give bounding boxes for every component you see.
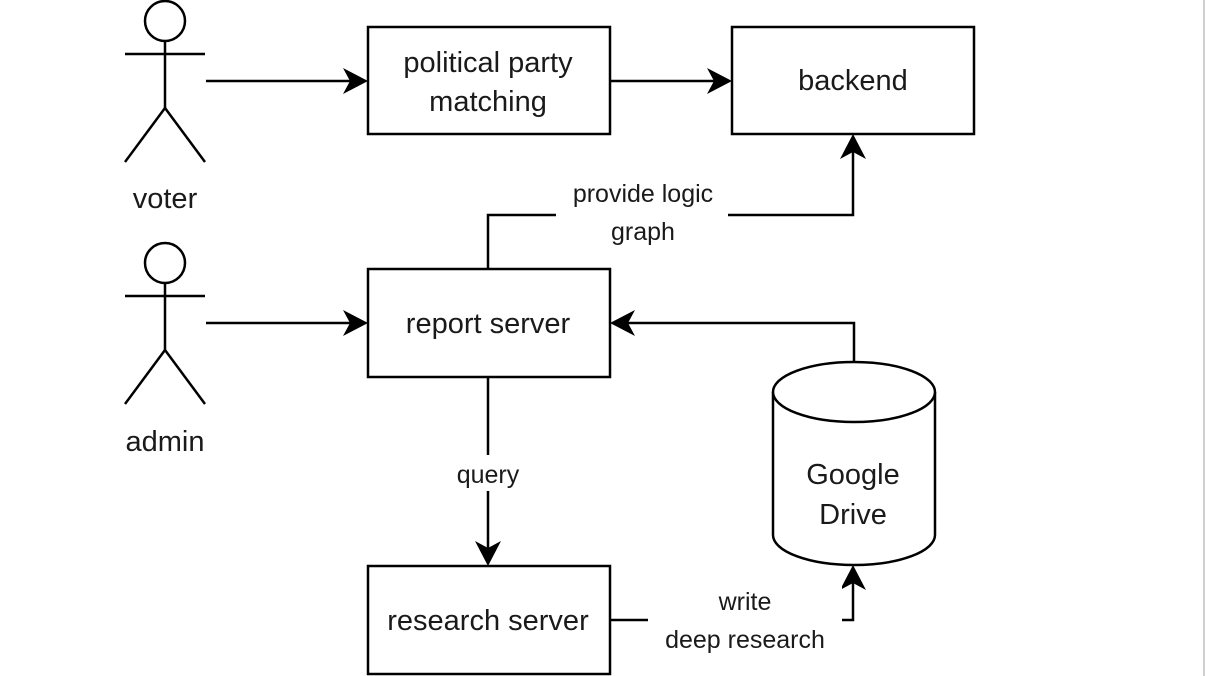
backend-label: backend <box>798 65 908 97</box>
voter-actor: voter <box>123 0 207 215</box>
google-drive-top <box>771 360 937 424</box>
edge-voter-to-matching-arrowhead <box>343 68 368 94</box>
edge-admin-to-report-server-arrowhead <box>343 310 368 336</box>
political-party-matching-label-line2: matching <box>429 86 547 118</box>
edge-research-server-to-google-drive: write deep research <box>610 565 866 658</box>
research-server-label: research server <box>387 605 589 637</box>
query-label-bg <box>444 455 532 491</box>
write-deep-research-label-line1: write <box>718 588 772 616</box>
canvas-right-border <box>1203 0 1205 676</box>
admin-actor: admin <box>123 241 207 458</box>
edge-google-drive-to-report-server <box>610 310 856 362</box>
report-server-label: report server <box>406 308 571 340</box>
voter-right-leg <box>163 107 207 163</box>
edge-matching-to-backend <box>610 68 732 94</box>
political-party-matching-box <box>366 25 612 136</box>
edge-report-server-to-research-server-arrowhead <box>475 541 501 566</box>
query-label: query <box>457 461 520 489</box>
google-drive-node: Google Drive <box>771 360 937 567</box>
edge-google-drive-to-report-server-arrowhead <box>610 310 635 336</box>
voter-label: voter <box>133 183 198 215</box>
admin-left-leg <box>123 349 167 405</box>
provide-logic-graph-label-line1: provide logic <box>573 180 713 208</box>
google-drive-body <box>771 392 937 567</box>
research-server-box <box>366 564 612 676</box>
edge-google-drive-to-report-server-line <box>626 321 856 362</box>
google-drive-label-line1: Google <box>806 459 900 491</box>
admin-head <box>143 241 187 285</box>
edge-report-server-to-research-server: query <box>444 377 532 566</box>
admin-right-leg <box>163 349 207 405</box>
backend-node: backend <box>730 25 976 136</box>
voter-head <box>143 0 187 43</box>
edge-report-server-to-backend-arrowhead <box>840 134 866 159</box>
report-server-node: report server <box>366 267 612 379</box>
voter-left-leg <box>123 107 167 163</box>
write-deep-research-label-line2: deep research <box>665 626 825 654</box>
research-server-node: research server <box>366 564 612 676</box>
google-drive-label-line2: Drive <box>819 499 887 531</box>
admin-label: admin <box>126 426 205 458</box>
edge-admin-to-report-server <box>206 310 368 336</box>
edge-report-server-to-backend: provide logic graph <box>486 134 866 269</box>
political-party-matching-node: political party matching <box>366 25 612 136</box>
provide-logic-graph-label-bg <box>556 176 728 250</box>
edge-matching-to-backend-arrowhead <box>707 68 732 94</box>
edge-research-server-to-google-drive-arrowhead <box>840 565 866 590</box>
edge-voter-to-matching <box>206 68 368 94</box>
political-party-matching-label-line1: political party <box>403 47 573 79</box>
provide-logic-graph-label-line2: graph <box>611 218 675 246</box>
write-deep-research-label-bg <box>648 584 842 658</box>
